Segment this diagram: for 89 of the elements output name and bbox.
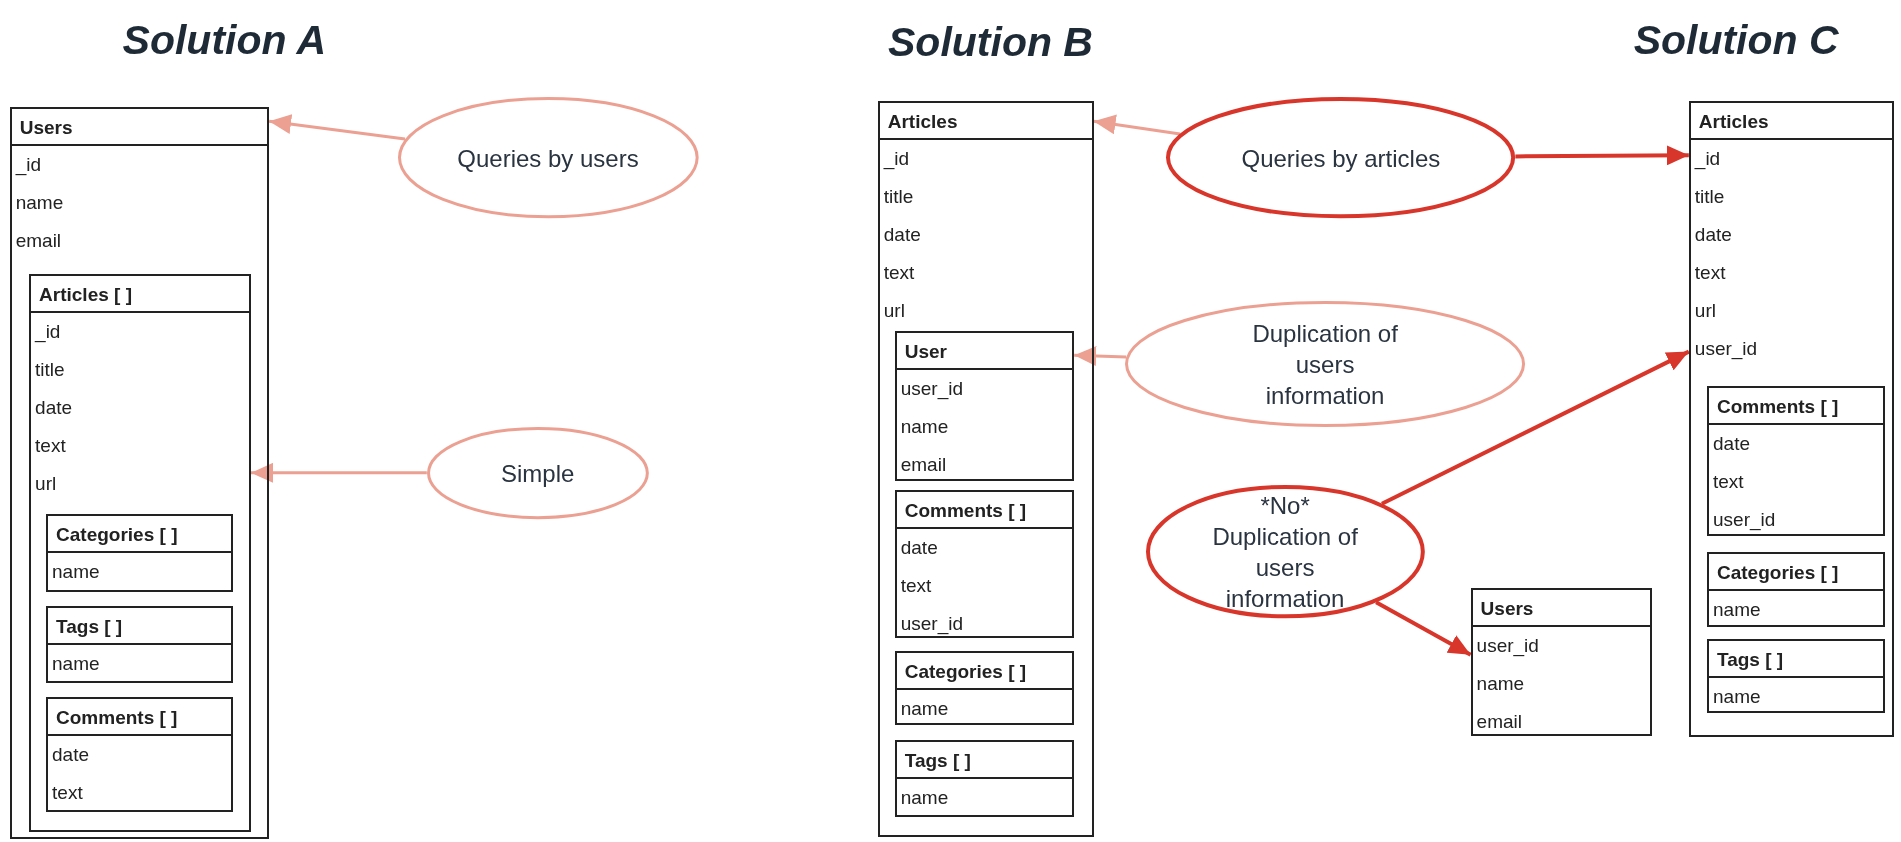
schema-table [46,606,233,683]
table-heading: Articles [879,102,1092,140]
table-heading: Users [11,108,268,146]
table-heading: Comments [ ] [896,491,1073,529]
field-name: title [882,184,915,209]
field-name: text [1693,260,1727,285]
field-name: text [51,781,84,806]
section-title: Solution A [122,16,326,64]
field-name: title [34,358,66,382]
field-name: name [899,414,950,439]
schema-table [1707,551,1886,627]
field-name: email [899,452,948,477]
field-name: date [1693,222,1733,247]
field-name: name [51,560,101,585]
field-name: name [1712,597,1762,622]
field-name: url [1693,298,1717,323]
field-name: email [1475,710,1523,734]
table-heading: Categories [ ] [1709,553,1884,591]
table-heading: Categories [ ] [48,516,231,554]
field-name: url [882,298,906,323]
field-name: _id [33,320,62,345]
field-name: user_id [1693,336,1759,362]
callout-ellipse [1145,484,1425,619]
arrow [1515,145,1689,166]
field-name: user_id [899,376,965,402]
schema-table [29,274,251,832]
table-heading: Users [1472,590,1651,627]
field-name: text [34,434,67,458]
table-heading: Tags [ ] [1709,640,1884,678]
section-title: Solution C [1633,16,1839,64]
schema-table [1707,638,1886,713]
arrow [1375,600,1472,657]
arrow [1074,345,1127,366]
field-name: name [899,785,950,810]
table-heading: Tags [ ] [896,741,1073,779]
field-name: title [1693,184,1726,209]
table-heading: Comments [ ] [1709,387,1884,425]
section-title: Solution B [888,19,1093,67]
field-name: name [899,697,950,722]
field-name: date [899,535,939,560]
schema-table [9,106,270,839]
field-name: text [882,260,916,285]
callout-text: Queries by articles [1240,143,1442,174]
field-name: url [34,472,58,496]
field-name: _id [1693,146,1722,172]
schema-table [1688,100,1894,738]
arrow [1093,114,1181,136]
field-name: text [899,573,933,598]
field-name: name [51,652,101,677]
field-name: email [14,228,63,253]
callout-ellipse [426,426,649,519]
arrow [251,462,427,483]
callout-ellipse [1166,97,1516,219]
field-name: name [14,190,65,215]
field-name: user_id [1475,634,1540,659]
table-heading: User [896,332,1073,370]
schema-table [894,489,1075,638]
table-heading: Tags [ ] [48,608,231,646]
schema-table [1707,385,1886,536]
field-name: user_id [899,611,965,637]
arrow [1381,349,1690,506]
field-name: name [1712,684,1762,709]
table-heading: Articles [ ] [31,276,249,313]
field-name: date [882,222,922,247]
field-name: date [51,743,91,768]
schema-table [894,651,1075,725]
schema-table [894,739,1075,818]
field-name: _id [14,152,43,178]
field-name: text [1712,469,1745,494]
callout-text: Queries by users [456,143,640,174]
schema-table [894,330,1075,482]
callout-text: Duplication of users information [1251,318,1399,411]
callout-ellipse [397,97,699,219]
table-heading: Articles [1690,102,1892,140]
arrow [268,114,406,141]
callout-text: *No* Duplication of users information [1211,490,1359,614]
schema-table [46,697,233,813]
table-heading: Categories [ ] [896,653,1073,691]
callout-text: Simple [500,458,576,489]
field-name: date [1712,431,1751,456]
field-name: name [1475,672,1526,696]
field-name: user_id [1712,507,1777,533]
table-heading: Comments [ ] [48,699,231,737]
field-name: date [34,396,74,420]
field-name: _id [882,146,911,172]
callout-ellipse [1125,300,1526,427]
schema-table [877,100,1094,837]
schema-table [1470,588,1653,736]
schema-table [46,514,233,592]
